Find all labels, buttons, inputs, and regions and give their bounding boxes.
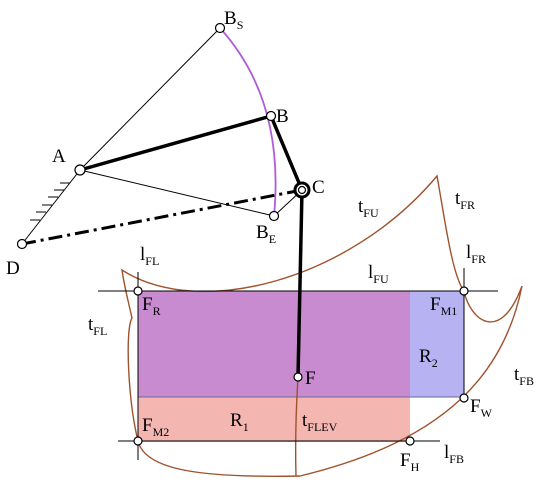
joint-be	[268, 210, 280, 222]
label-b: B	[276, 106, 289, 127]
region-R1	[138, 397, 410, 442]
label-r1: R1	[230, 410, 249, 434]
joint-c	[297, 185, 307, 195]
line-a-be	[79, 169, 275, 217]
point-fm1	[459, 286, 469, 296]
region-R2	[410, 291, 464, 397]
label-lfu: lFU	[368, 262, 389, 286]
joint-bs	[214, 22, 226, 34]
line-d-c	[21, 188, 303, 246]
coupler-curve	[121, 174, 523, 477]
label-fr: FR	[142, 294, 161, 318]
label-tflev: tFLEV	[302, 410, 338, 434]
label-fm1: FM1	[430, 294, 457, 318]
label-a: A	[52, 146, 66, 167]
label-c: C	[312, 177, 325, 198]
arc-b-path	[219, 27, 277, 217]
point-fm2	[133, 436, 143, 446]
joint-d	[16, 238, 28, 250]
label-d: D	[6, 258, 20, 279]
ground-hatch	[30, 182, 70, 221]
joint-a	[74, 164, 86, 176]
link-ab	[79, 114, 272, 172]
label-tfb: tFB	[514, 364, 534, 388]
point-fr	[133, 286, 143, 296]
point-fh	[405, 436, 415, 446]
curve-tflev	[294, 376, 299, 477]
link-bc	[269, 115, 304, 191]
line-a-d	[21, 169, 81, 245]
line-a-bs	[79, 27, 221, 171]
label-lfb: lFB	[444, 442, 464, 466]
label-lfl: lFL	[140, 244, 159, 268]
label-tfr: tFR	[455, 188, 475, 212]
label-be: BE	[256, 222, 276, 246]
label-fh: FH	[400, 450, 420, 474]
label-lfr: lFR	[466, 242, 486, 266]
point-fw	[459, 393, 469, 403]
label-r2: R2	[419, 346, 438, 370]
label-fm2: FM2	[142, 415, 169, 439]
label-tfu: tFU	[358, 196, 379, 220]
link-cf	[296, 189, 304, 378]
point-f	[293, 372, 303, 382]
region-R	[138, 291, 410, 397]
label-fw: FW	[470, 396, 493, 420]
label-f: F	[305, 368, 316, 389]
joint-b	[265, 110, 277, 122]
label-tfl: tFL	[88, 314, 107, 338]
label-bs: BS	[224, 8, 243, 32]
